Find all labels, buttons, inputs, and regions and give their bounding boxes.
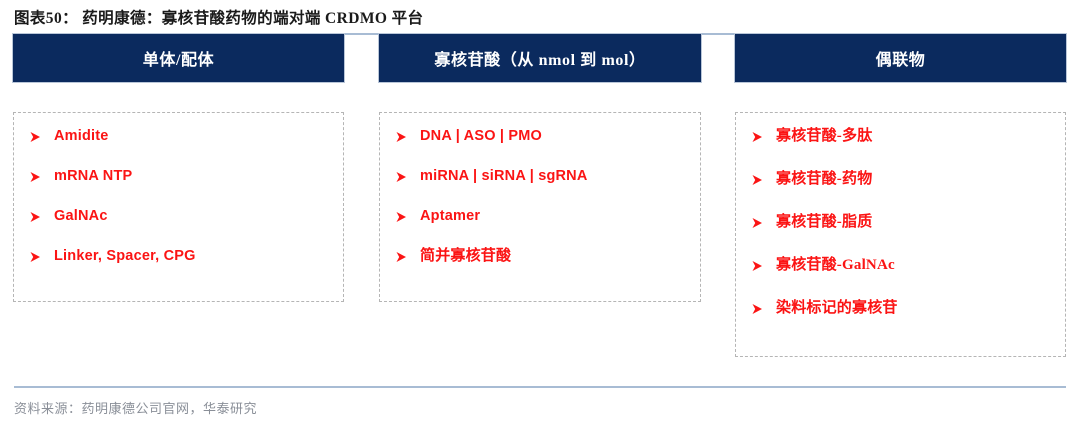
arrow-right-icon [396,207,420,222]
list-item-label: DNA | ASO | PMO [420,128,543,144]
list-item: miRNA | siRNA | sgRNA [380,167,700,207]
arrow-right-icon [396,127,420,142]
column-oligonucleotide: 寡核苷酸（从 nmol 到 mol） DNA | ASO | PMO miRNA… [379,34,701,302]
source-divider [14,386,1066,388]
list-item-label: mRNA NTP [54,168,133,184]
list-item: GalNAc [14,207,343,247]
list-item-label: 寡核苷酸-GalNAc [776,257,895,273]
list-item-label: 寡核苷酸-多肽 [776,128,873,144]
list-item: Amidite [14,127,343,167]
page-title: 图表50： 药明康德：寡核苷酸药物的端对端 CRDMO 平台 [14,10,424,27]
list-item: 染料标记的寡核苷 [736,299,1065,342]
list-item: 寡核苷酸-多肽 [736,127,1065,170]
list-item-label: miRNA | siRNA | sgRNA [420,168,588,184]
list-item: DNA | ASO | PMO [380,127,700,167]
arrow-right-icon [30,167,54,182]
list-item-label: 简并寡核苷酸 [420,248,512,264]
column-body-1: Amidite mRNA NTP GalNAc Linker, Spacer, … [13,112,344,302]
arrow-right-icon [396,167,420,182]
list-item: 寡核苷酸-脂质 [736,213,1065,256]
arrow-right-icon [30,247,54,262]
list-item: Aptamer [380,207,700,247]
arrow-right-icon [752,170,776,185]
list-item-label: GalNAc [54,208,108,224]
crdmo-platform-board: 单体/配体 Amidite mRNA NTP GalNAc [0,34,1080,378]
source-note: 资料来源：药明康德公司官网，华泰研究 [14,401,258,416]
figure-title-bar: 图表50： 药明康德：寡核苷酸药物的端对端 CRDMO 平台 [0,0,1080,34]
arrow-right-icon [396,247,420,262]
column-header-label-2: 寡核苷酸（从 nmol 到 mol） [434,52,646,69]
column-header-2: 寡核苷酸（从 nmol 到 mol） [379,34,701,82]
list-item-label: Amidite [54,128,109,144]
column-conjugate: 偶联物 寡核苷酸-多肽 寡核苷酸-药物 寡核苷酸-脂质 [735,34,1066,357]
list-item: 寡核苷酸-药物 [736,170,1065,213]
column-body-2: DNA | ASO | PMO miRNA | siRNA | sgRNA Ap… [379,112,701,302]
arrow-right-icon [30,127,54,142]
column-monomer-ligand: 单体/配体 Amidite mRNA NTP GalNAc [13,34,344,302]
arrow-right-icon [30,207,54,222]
list-item-label: 寡核苷酸-药物 [776,171,873,187]
list-item-label: 寡核苷酸-脂质 [776,214,873,230]
column-body-3: 寡核苷酸-多肽 寡核苷酸-药物 寡核苷酸-脂质 寡核苷酸-GalNAc [735,112,1066,357]
list-item: 简并寡核苷酸 [380,247,700,287]
column-header-1: 单体/配体 [13,34,344,82]
arrow-right-icon [752,127,776,142]
list-item: 寡核苷酸-GalNAc [736,256,1065,299]
list-item: mRNA NTP [14,167,343,207]
arrow-right-icon [752,299,776,314]
list-item-label: Linker, Spacer, CPG [54,248,196,264]
list-item-label: 染料标记的寡核苷 [776,300,898,316]
arrow-right-icon [752,256,776,271]
column-header-label-3: 偶联物 [875,52,926,69]
column-header-label-1: 单体/配体 [142,52,215,69]
column-header-3: 偶联物 [735,34,1066,82]
list-item: Linker, Spacer, CPG [14,247,343,287]
arrow-right-icon [752,213,776,228]
list-item-label: Aptamer [420,208,481,224]
